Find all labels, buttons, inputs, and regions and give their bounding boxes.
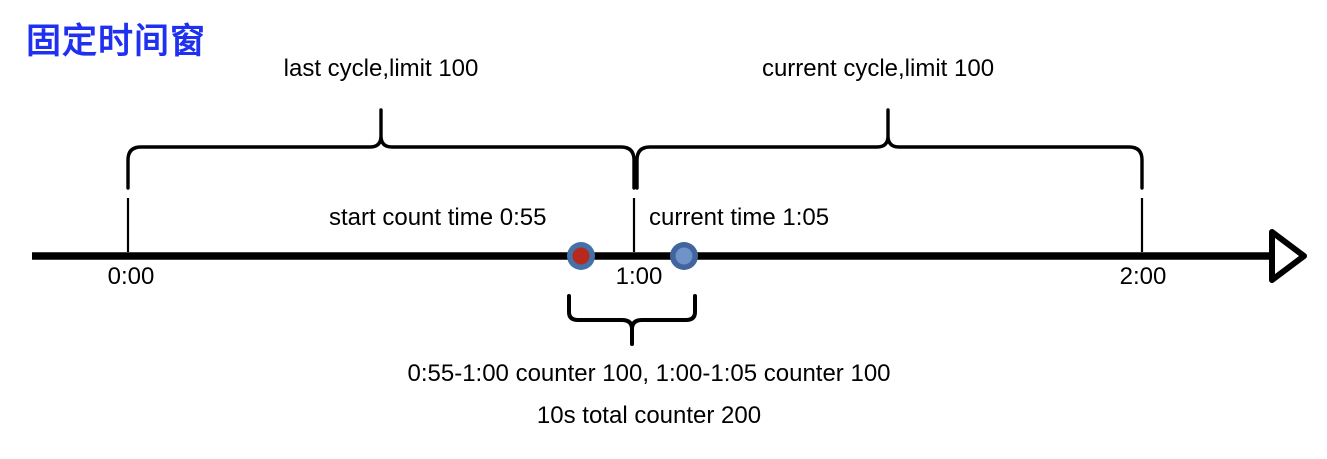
- axis-tick-label-2: 2:00: [1119, 263, 1167, 290]
- current-time-label: current time 1:05: [649, 204, 830, 231]
- brace-window-span: [567, 294, 697, 346]
- current-time-marker: [675, 247, 693, 265]
- start-count-time-label: start count time 0:55: [329, 204, 547, 231]
- brace-last-cycle: [126, 108, 636, 190]
- current-cycle-label: current cycle,limit 100: [761, 55, 995, 82]
- axis-tick-label-1: 1:00: [615, 263, 663, 290]
- last-cycle-label: last cycle,limit 100: [283, 55, 479, 82]
- counter-breakdown-note: 0:55-1:00 counter 100, 1:00-1:05 counter…: [407, 360, 891, 387]
- axis-tick-label-0: 0:00: [107, 263, 155, 290]
- brace-current-cycle: [635, 108, 1144, 190]
- total-counter-note: 10s total counter 200: [536, 402, 762, 429]
- timeline-arrow-icon: [1269, 229, 1307, 283]
- start-count-marker: [572, 247, 590, 265]
- page-title: 固定时间窗: [26, 22, 207, 61]
